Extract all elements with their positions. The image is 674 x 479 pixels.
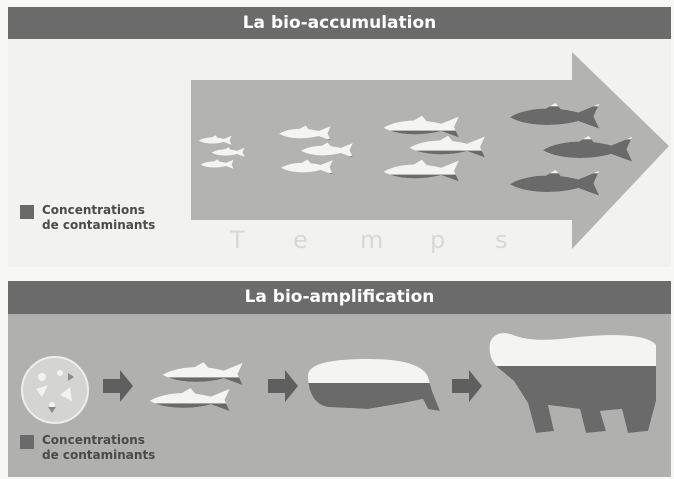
time-letter-s: s (495, 226, 508, 254)
plankton-icon (21, 356, 89, 424)
fish-icon (383, 160, 459, 182)
time-letter-e: e (293, 226, 308, 254)
fish-icon (383, 116, 459, 138)
time-letter-m: m (360, 226, 383, 254)
biomagnification-figure (21, 333, 656, 433)
time-letter-t: T (229, 226, 245, 254)
polar-bear-icon (489, 333, 656, 433)
legend-label: Concentrations de contaminants (42, 433, 156, 462)
chain-arrow-3 (452, 370, 482, 402)
fish-icon (409, 136, 485, 158)
bioaccumulation-panel: La bio-accumulation T e m p s (8, 7, 671, 267)
contaminant-swatch (20, 435, 34, 449)
contaminant-swatch (20, 205, 34, 219)
chain-arrow-1 (103, 370, 133, 402)
time-letter-p: p (430, 226, 445, 254)
biomagnification-title: La bio-amplification (8, 281, 671, 314)
biomagnification-panel: La bio-amplification (8, 281, 671, 477)
chain-arrow-2 (268, 370, 298, 402)
fish-pair-icon (148, 362, 246, 412)
bioaccumulation-title: La bio-accumulation (8, 7, 671, 39)
bioaccumulation-figure: T e m p s (191, 52, 669, 254)
seal-icon (308, 359, 440, 411)
legend-label: Concentrations de contaminants (42, 203, 156, 232)
